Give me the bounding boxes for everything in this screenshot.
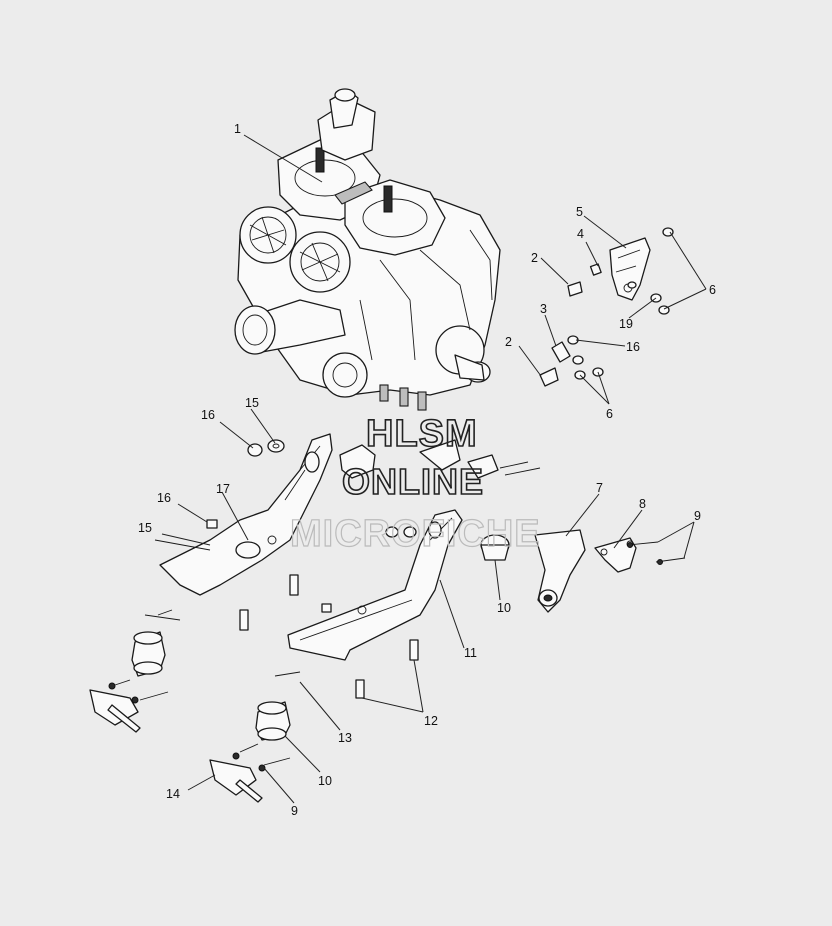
callout-10: 10 — [318, 774, 332, 788]
center-mount-plate — [385, 439, 541, 544]
callout-9: 9 — [694, 509, 701, 523]
callout-3: 3 — [540, 302, 547, 316]
leader-lines — [161, 134, 707, 804]
watermark-line-2: ONLINE — [342, 461, 484, 502]
callout-12: 12 — [424, 714, 438, 728]
callout-17: 17 — [216, 482, 230, 496]
callout-9: 9 — [291, 804, 298, 818]
left-isolator-stack — [89, 609, 173, 733]
callout-19: 19 — [619, 317, 633, 331]
callout-2: 2 — [531, 251, 538, 265]
right-torque-arm — [480, 529, 686, 613]
callout-5: 5 — [576, 205, 583, 219]
callout-13: 13 — [338, 731, 352, 745]
hlsm-watermark: HLSM ONLINE MICROFICHE — [289, 412, 541, 555]
mid-right-mount — [539, 335, 604, 387]
callout-labels: 1 2 4 5 6 19 3 2 16 6 16 15 16 17 15 7 8… — [138, 122, 716, 818]
watermark-line-3: MICROFICHE — [290, 513, 541, 555]
callout-2: 2 — [505, 335, 512, 349]
front-mount-bracket — [287, 509, 463, 699]
callout-16: 16 — [626, 340, 640, 354]
callout-14: 14 — [166, 787, 180, 801]
callout-16: 16 — [157, 491, 171, 505]
callout-10: 10 — [497, 601, 511, 615]
callout-8: 8 — [639, 497, 646, 511]
callout-4: 4 — [577, 227, 584, 241]
callout-6: 6 — [709, 283, 716, 297]
callout-6: 6 — [606, 407, 613, 421]
center-isolator-stack — [209, 671, 301, 803]
callout-16: 16 — [201, 408, 215, 422]
callout-11: 11 — [464, 646, 477, 660]
callout-1: 1 — [234, 122, 241, 136]
left-mount-plate — [144, 433, 376, 631]
callout-15: 15 — [245, 396, 259, 410]
upper-right-mount — [567, 227, 674, 315]
callout-15: 15 — [138, 521, 152, 535]
watermark-line-1: HLSM — [366, 413, 478, 455]
callout-7: 7 — [596, 481, 603, 495]
engine-assembly — [234, 88, 501, 411]
